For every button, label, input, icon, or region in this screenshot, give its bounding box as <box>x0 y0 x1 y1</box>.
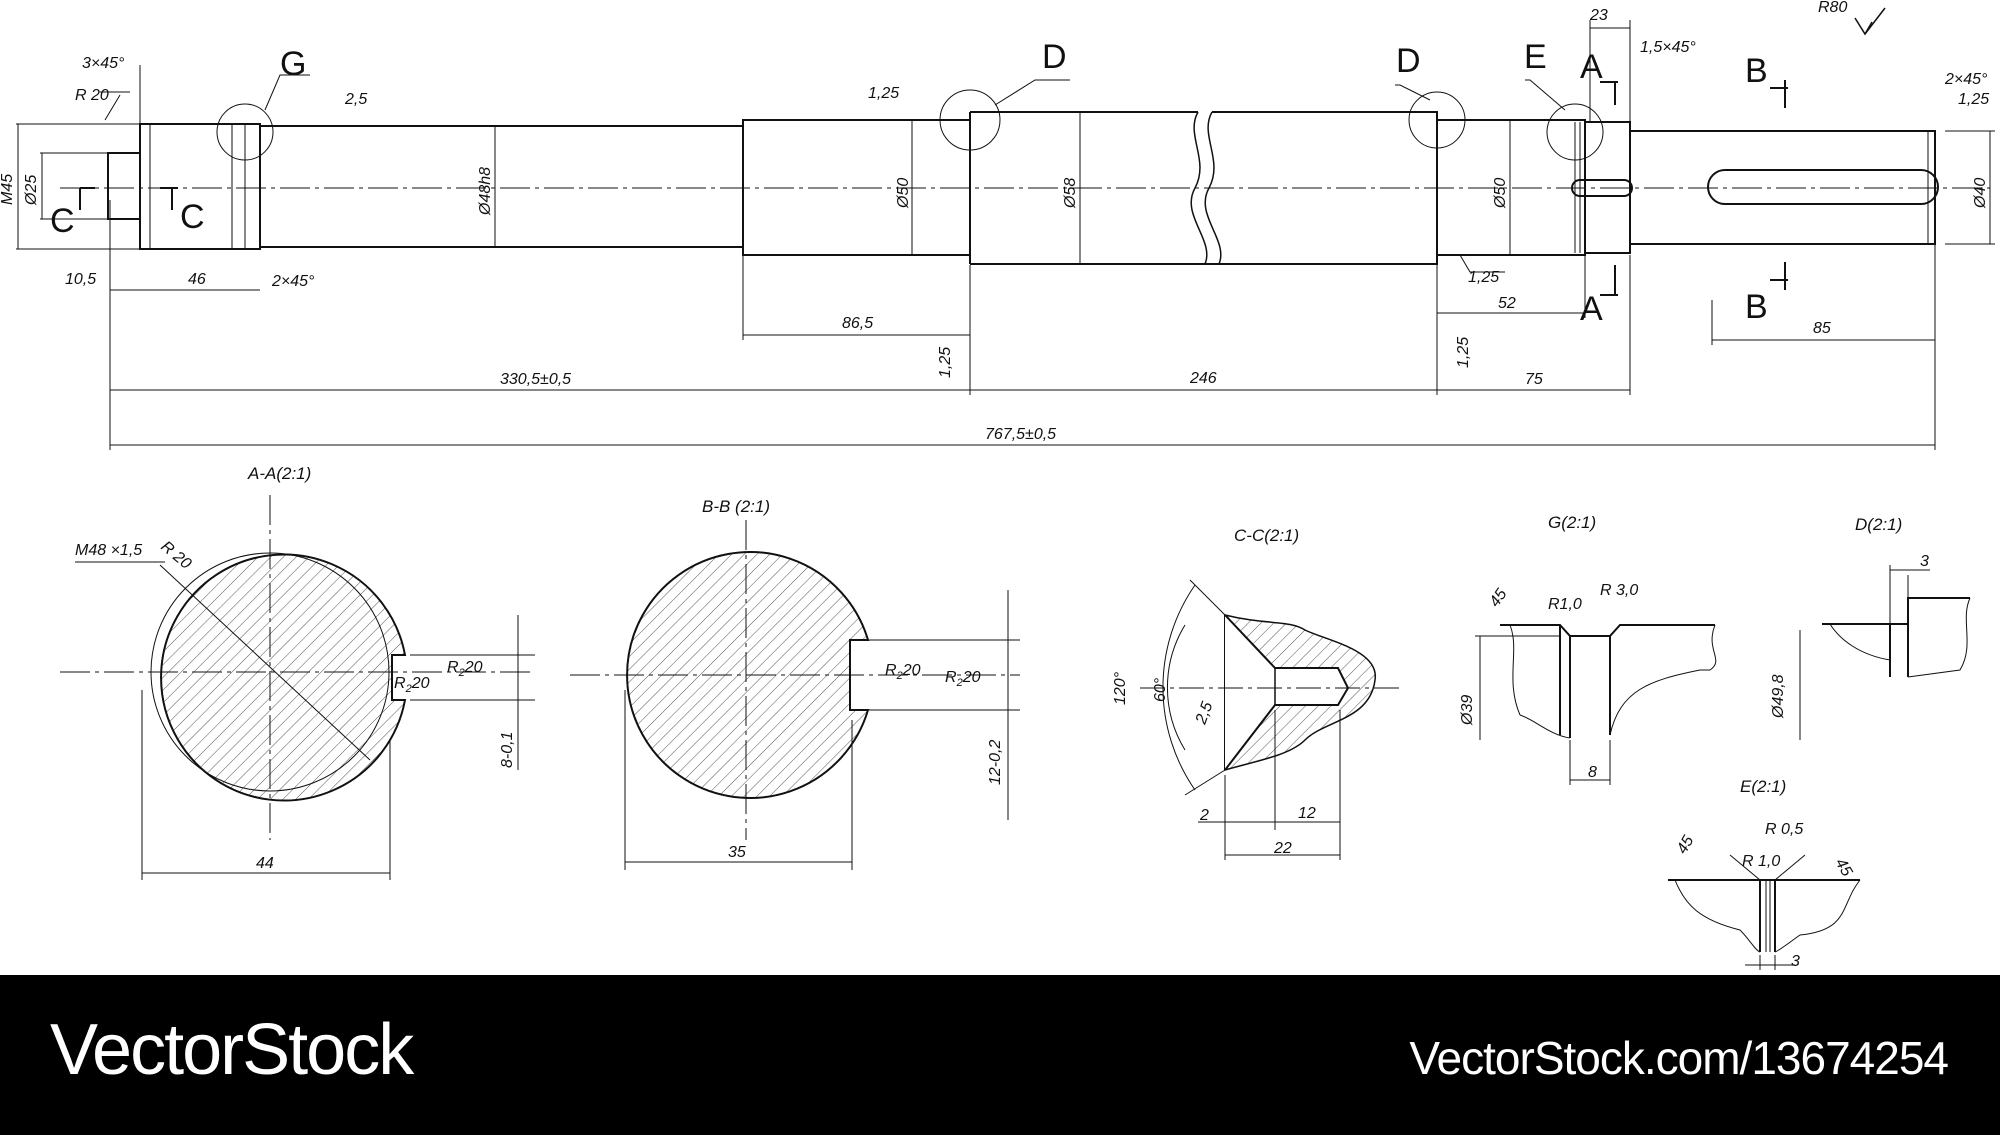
dim-23: 23 <box>1589 7 1608 24</box>
cc-2-5: 2,5 <box>1192 700 1216 728</box>
label-d1: D <box>1042 38 1067 76</box>
dim-2x45: 2×45° <box>271 273 315 290</box>
dim-1-25-d: 1,25 <box>1455 337 1472 368</box>
brand-logo-text: VectorStock <box>50 1010 414 1090</box>
cc-12: 12 <box>1298 805 1316 822</box>
label-a-top: A <box>1580 48 1603 86</box>
detail-d: D(2:1) 3 Ø49,8 <box>1770 515 1971 740</box>
dim-o50-b: Ø50 <box>1492 178 1509 209</box>
g-r3: R 3,0 <box>1600 582 1638 599</box>
detail-e: E(2:1) 45 R 0,5 45 R 1,0 3 <box>1668 777 1861 970</box>
d-o49: Ø49,8 <box>1770 674 1787 719</box>
section-b-b: B-B (2:1) R220 R220 12-0,2 35 <box>570 497 1020 870</box>
main-dimension-lines <box>16 7 1995 450</box>
label-c-right: C <box>180 198 205 236</box>
dim-r20: R 20 <box>75 87 109 104</box>
label-d2: D <box>1396 42 1421 80</box>
dim-1-5x45: 1,5×45° <box>1640 39 1696 56</box>
label-a-bot: A <box>1580 290 1603 328</box>
dim-46: 46 <box>188 271 206 288</box>
dim-2-5: 2,5 <box>344 91 367 108</box>
aa-r20c: R220 <box>447 659 483 679</box>
label-b-bot: B <box>1745 288 1768 326</box>
g-8: 8 <box>1588 764 1597 781</box>
g-r1: R1,0 <box>1548 596 1582 613</box>
bb-35: 35 <box>728 844 746 861</box>
main-view-labels: G D D E A A B B C C 3×45° R 20 2,5 1,25 … <box>0 0 1989 443</box>
dim-o58: Ø58 <box>1062 178 1079 209</box>
g-title: G(2:1) <box>1548 513 1596 532</box>
dim-o48h8: Ø48h8 <box>477 167 494 216</box>
label-c-left: C <box>50 202 75 240</box>
dim-2x45-right: 2×45° <box>1944 71 1988 88</box>
dim-m45: M45 <box>0 174 16 205</box>
aa-44: 44 <box>256 855 274 872</box>
dim-o25: Ø25 <box>23 175 40 206</box>
dim-246: 246 <box>1189 370 1217 387</box>
section-c-c: C-C(2:1) 120° 60° 2,5 2 12 22 <box>1112 526 1400 860</box>
e-45b: 45 <box>1832 856 1856 880</box>
dim-r80: R80 <box>1818 0 1847 16</box>
technical-drawing: G D D E A A B B C C 3×45° R 20 2,5 1,25 … <box>0 0 1995 970</box>
dim-10-5: 10,5 <box>65 271 96 288</box>
dim-3x45: 3×45° <box>82 55 125 72</box>
shaft-drawing-svg: G D D E A A B B C C 3×45° R 20 2,5 1,25 … <box>0 0 1995 970</box>
brand-url: VectorStock.com/13674254 <box>1409 1032 1949 1084</box>
e-45a: 45 <box>1674 833 1698 857</box>
section-a-a: A-A(2:1) M48 ×1,5 R 20 R220 R220 8-0,1 4… <box>60 464 535 880</box>
dim-1-25-b: 1,25 <box>1468 269 1499 286</box>
detail-g: G(2:1) 45 R1,0 R 3,0 Ø39 8 <box>1459 513 1717 785</box>
bb-12-0-2: 12-0,2 <box>987 740 1004 785</box>
dim-52: 52 <box>1498 295 1516 312</box>
dim-1-25-c: 1,25 <box>937 347 954 378</box>
dim-767: 767,5±0,5 <box>985 426 1056 443</box>
e-r1: R 1,0 <box>1742 853 1780 870</box>
bb-title: B-B (2:1) <box>702 497 770 516</box>
cc-title: C-C(2:1) <box>1234 526 1299 545</box>
bb-r20b: R220 <box>945 669 981 689</box>
label-e: E <box>1524 38 1547 76</box>
d-3: 3 <box>1920 553 1929 570</box>
dim-330: 330,5±0,5 <box>500 371 571 388</box>
g-45: 45 <box>1486 586 1510 610</box>
dim-75: 75 <box>1525 371 1543 388</box>
dim-o40: Ø40 <box>1972 178 1989 209</box>
aa-r20b: R220 <box>394 675 430 695</box>
dim-1-25-right: 1,25 <box>1958 91 1989 108</box>
dim-o50-a: Ø50 <box>895 178 912 209</box>
e-title: E(2:1) <box>1740 777 1786 796</box>
dim-1-25-a: 1,25 <box>868 85 899 102</box>
e-r05: R 0,5 <box>1765 821 1803 838</box>
aa-8-0-1: 8-0,1 <box>499 732 516 768</box>
dim-86-5: 86,5 <box>842 315 873 332</box>
shaft-main-view <box>60 89 1990 265</box>
cc-120: 120° <box>1112 671 1129 705</box>
bb-r20a: R220 <box>885 662 921 682</box>
label-b-top: B <box>1745 52 1768 90</box>
cc-2: 2 <box>1199 807 1209 824</box>
e-3: 3 <box>1791 953 1800 970</box>
g-o39: Ø39 <box>1459 695 1476 726</box>
aa-m48: M48 ×1,5 <box>75 542 142 559</box>
cc-60: 60° <box>1152 677 1169 702</box>
d-title: D(2:1) <box>1855 515 1902 534</box>
cc-22: 22 <box>1273 840 1292 857</box>
aa-title: A-A(2:1) <box>247 464 311 483</box>
label-g: G <box>280 45 306 83</box>
dim-85: 85 <box>1813 320 1831 337</box>
watermark-banner: VectorStock VectorStock.com/13674254 <box>0 975 2000 1135</box>
